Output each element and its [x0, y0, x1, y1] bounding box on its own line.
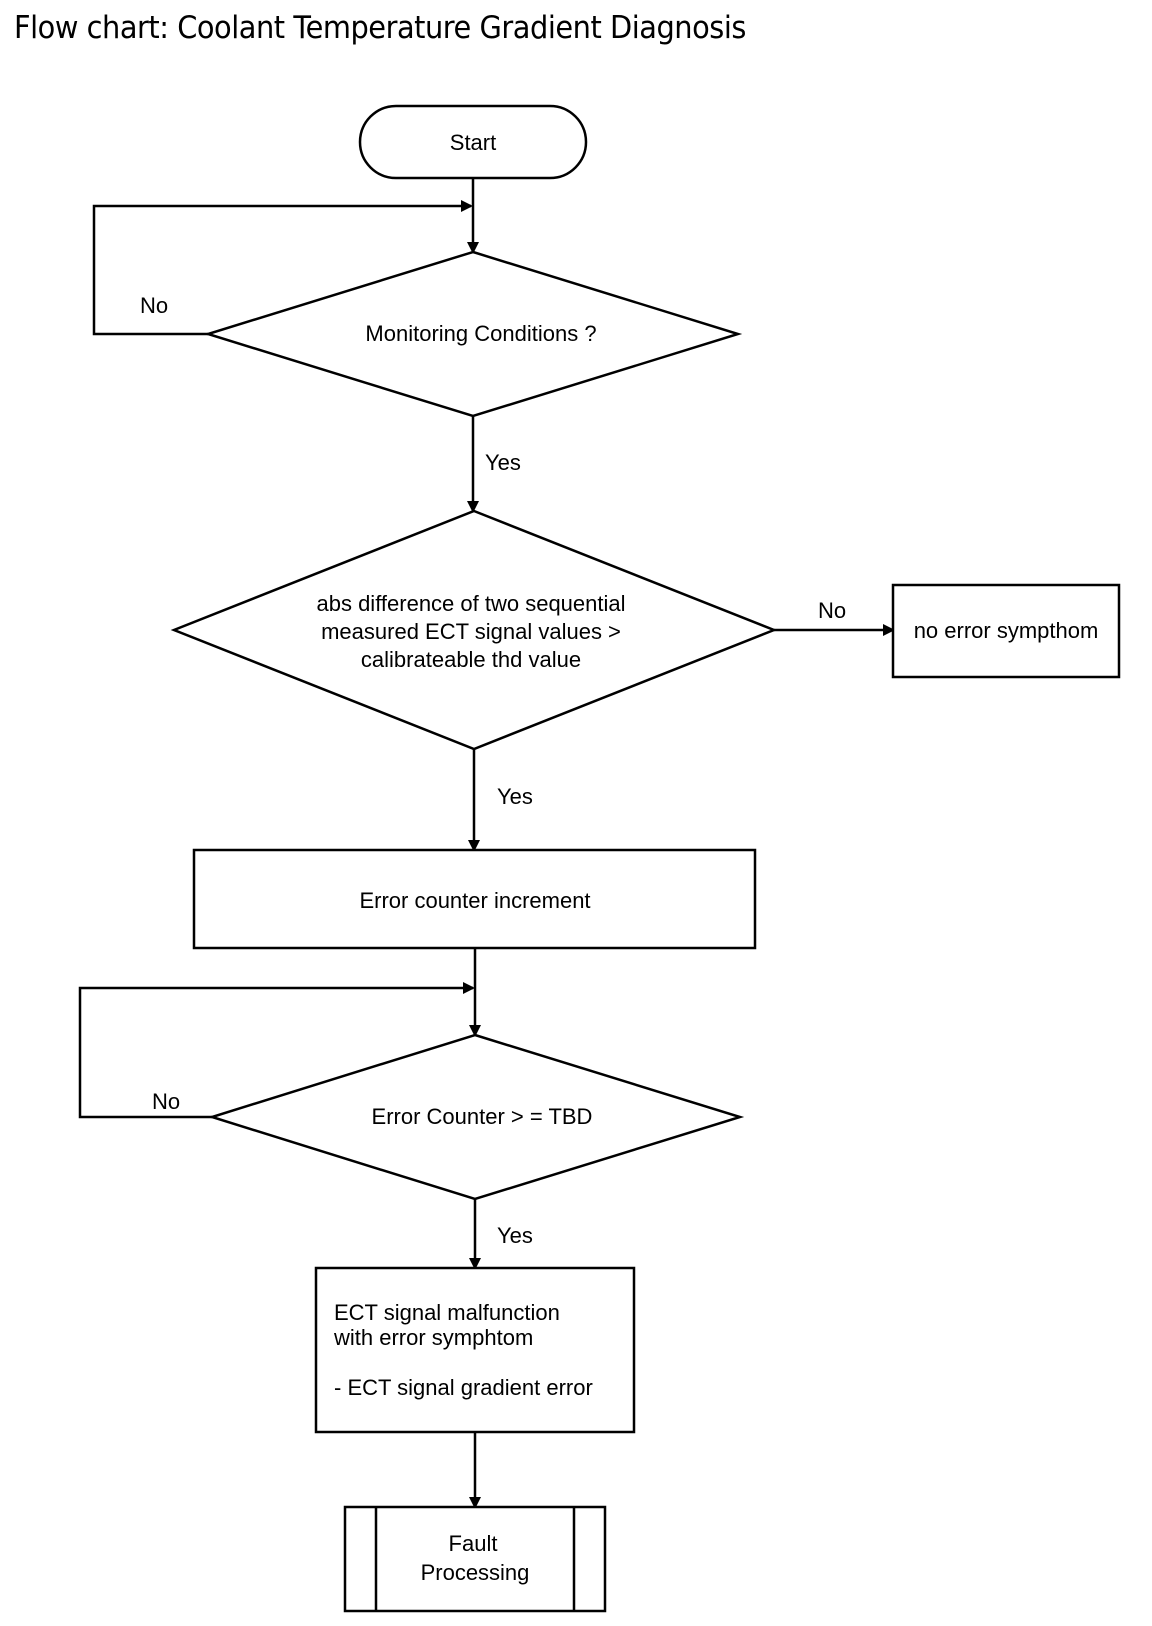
counter-no-label: No — [152, 1089, 180, 1114]
monitoring-yes-label: Yes — [485, 450, 521, 475]
no-error-label: no error sympthom — [914, 618, 1099, 643]
counter-yes-label: Yes — [497, 1223, 533, 1248]
abs-diff-line-2: measured ECT signal values > — [321, 619, 621, 644]
abs-difference-decision: abs difference of two sequential measure… — [170, 509, 778, 751]
abs-diff-line-3: calibrateable thd value — [361, 647, 581, 672]
edge-monitoring-no-loop — [92, 200, 473, 336]
page-title: Flow chart: Coolant Temperature Gradient… — [14, 10, 746, 46]
malfunction-line-1: ECT signal malfunction — [334, 1300, 560, 1325]
increment-label: Error counter increment — [359, 888, 590, 913]
no-error-node: no error sympthom — [891, 583, 1121, 679]
monitoring-label: Monitoring Conditions ? — [365, 321, 596, 346]
monitoring-no-label: No — [140, 293, 168, 318]
monitoring-conditions-decision: Monitoring Conditions ? — [203, 250, 743, 418]
abs-diff-no-label: No — [818, 598, 846, 623]
start-node: Start — [358, 104, 588, 180]
ect-malfunction-node: ECT signal malfunction with error sympht… — [314, 1266, 636, 1434]
malfunction-line-3: - ECT signal gradient error — [334, 1375, 593, 1400]
abs-diff-yes-label: Yes — [497, 784, 533, 809]
start-label: Start — [450, 130, 496, 155]
counter-check-label: Error Counter > = TBD — [372, 1104, 593, 1129]
error-counter-increment-node: Error counter increment — [192, 848, 757, 950]
malfunction-line-2: with error symphtom — [333, 1325, 533, 1350]
fault-processing-node: Fault Processing — [343, 1505, 607, 1613]
edge-counter-no-loop — [78, 982, 475, 1119]
abs-diff-line-1: abs difference of two sequential — [316, 591, 625, 616]
fault-line-1: Fault — [449, 1531, 498, 1556]
error-counter-decision: Error Counter > = TBD — [207, 1033, 745, 1201]
fault-line-2: Processing — [421, 1560, 530, 1585]
